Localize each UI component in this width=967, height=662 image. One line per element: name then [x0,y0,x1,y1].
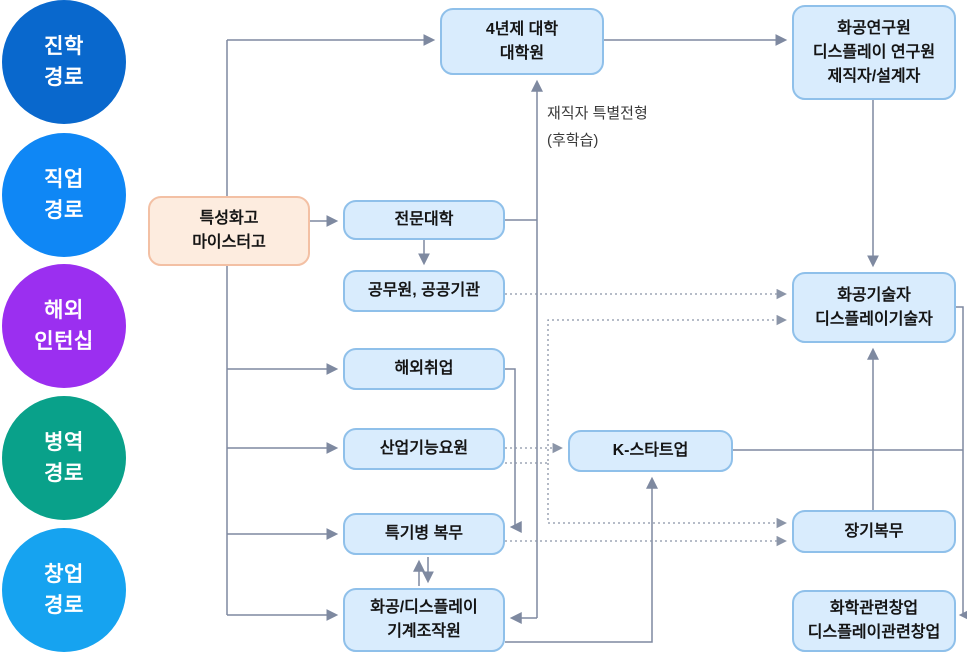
circle-label-line2: 경로 [44,66,84,89]
node-longterm-service: 장기복무 [792,510,956,553]
node-machine-operator: 화공/디스플레이 기계조작원 [343,588,505,652]
circle-label-line1: 창업 [44,562,84,586]
path-circle-intern: 해외 인턴십 [2,264,126,388]
circle-label-line2: 경로 [44,594,84,617]
node-k-startup: K-스타트업 [568,430,733,472]
node-related-venture: 화학관련창업 디스플레이관련창업 [792,590,956,652]
path-circle-military: 병역 경로 [2,396,126,520]
node-label-line1: 특성화고 [199,210,259,227]
node-label-line1: 특기병 복무 [384,525,464,542]
path-circle-job: 직업 경로 [2,133,126,257]
node-engineer: 화공기술자 디스플레이기술자 [792,272,956,343]
node-label-line1: 화학관련창업 [829,600,919,617]
node-label-line2: 디스플레이관련창업 [807,624,941,641]
path-circle-founding: 창업 경로 [2,528,126,652]
node-label-line1: 해외취업 [394,360,454,377]
node-label-line1: 화공연구원 [837,19,911,37]
node-label-line1: 화공/디스플레이 [370,599,478,616]
node-label-line1: K-스타트업 [612,442,689,459]
node-overseas-employment: 해외취업 [343,348,505,390]
node-label-line2: 디스플레이기술자 [815,310,933,328]
node-label-line1: 장기복무 [844,522,904,540]
node-specialty-soldier: 특기병 복무 [343,513,505,555]
node-label-line1: 산업기능요원 [379,440,469,457]
node-industrial-agent: 산업기능요원 [343,428,505,470]
solid-connectors [226,34,967,643]
node-junior-college: 전문대학 [343,200,505,240]
node-label-line3: 제직자/설계자 [827,67,921,85]
node-label-line2: 디스플레이 연구원 [812,43,936,61]
dotted-connectors [505,288,787,547]
node-label-line1: 화공기술자 [837,286,911,304]
annotation-line1: 재직자 특별전형 [547,105,648,122]
circle-label-line2: 경로 [44,199,84,222]
node-label-line1: 4년제 대학 [485,20,559,38]
circle-label-line1: 진학 [44,34,84,58]
node-public-service: 공무원, 공공기관 [343,270,505,312]
circle-label-line1: 직업 [44,167,84,191]
node-label-line2: 마이스터고 [192,234,266,251]
annotation-special-admission: 재직자 특별전형 (후학습) [547,100,648,154]
node-university: 4년제 대학 대학원 [440,8,604,75]
circle-label-line2: 경로 [44,462,84,485]
node-researcher: 화공연구원 디스플레이 연구원 제직자/설계자 [792,5,956,100]
node-label-line2: 대학원 [499,44,545,62]
circle-label-line1: 해외 [44,298,84,322]
circle-label-line1: 병역 [44,430,84,454]
node-label-line2: 기계조작원 [387,623,461,640]
node-specialized-highschool: 특성화고 마이스터고 [148,196,310,266]
circle-label-line2: 인턴십 [34,330,94,353]
node-label-line1: 전문대학 [394,211,454,228]
annotation-line2: (후학습) [547,132,599,149]
node-label-line1: 공무원, 공공기관 [368,282,480,299]
path-circle-advance: 진학 경로 [2,0,126,124]
